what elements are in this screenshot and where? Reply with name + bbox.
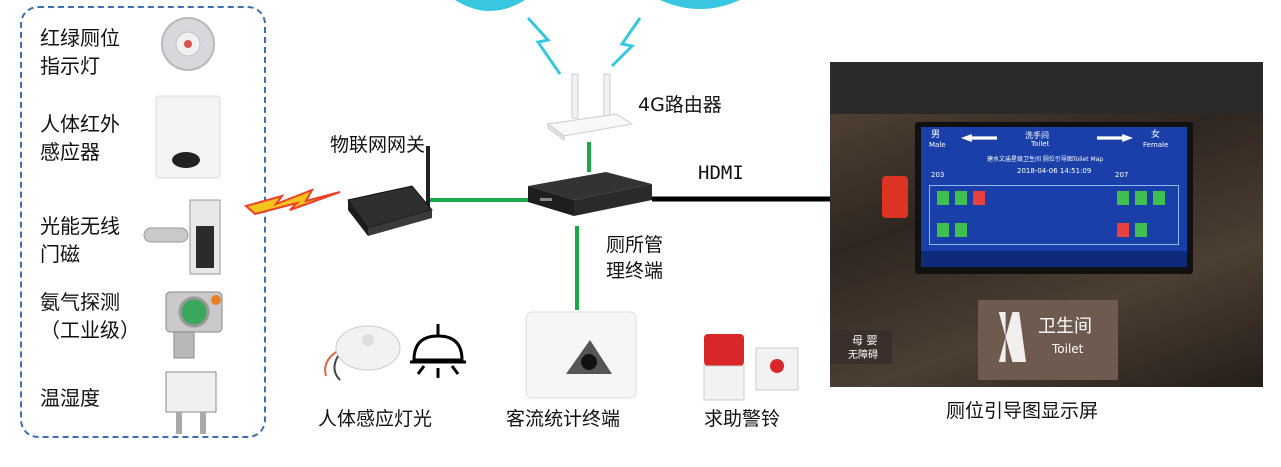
motion-light-icon — [324, 325, 401, 381]
floor-plan — [929, 185, 1179, 245]
screen-datetime: 2018-04-06 14:51:09 — [1017, 167, 1092, 175]
sensor-label-temp: 温湿度 — [40, 386, 100, 410]
stall-icon — [1117, 191, 1129, 205]
router-4g-icon — [546, 73, 634, 141]
stall-icon — [1117, 223, 1129, 237]
stall-icon — [937, 223, 949, 237]
people-counter-label: 客流统计终端 — [506, 408, 621, 430]
hdmi-label: HDMI — [698, 162, 744, 184]
people-counter-icon — [525, 311, 637, 399]
guide-screen-content: 男 Male 洗手间 Toilet 女 Female 建水文庙星级卫生间 厕位引… — [921, 127, 1187, 267]
restroom-people-icon — [998, 312, 1026, 362]
management-terminal-icon — [528, 172, 652, 216]
door-sensor-icon — [143, 199, 221, 275]
stall-icon — [1135, 191, 1147, 205]
sensor-label-ammonia: 氨气探测（工业级） — [40, 290, 140, 342]
arrow-left-icon — [961, 134, 997, 142]
sensor-label-pir: 人体红外感应器 — [40, 112, 120, 164]
screen-male-en: Male — [929, 141, 946, 149]
sensor-label-indicator: 红绿厕位指示灯 — [40, 26, 120, 78]
screen-male-count: 203 — [931, 171, 945, 179]
alarm-bell-icon — [703, 334, 799, 401]
cloud-left-icon — [455, 0, 525, 11]
cloud-right-icon — [660, 0, 740, 9]
terminal-label: 厕所管理终端 — [606, 234, 664, 282]
screen-wash: 洗手间 — [1025, 131, 1049, 140]
display-photo: 男 Male 洗手间 Toilet 女 Female 建水文庙星级卫生间 厕位引… — [830, 62, 1263, 387]
wall-alarm-icon — [882, 176, 908, 218]
zigzag-wireless-icon — [243, 188, 341, 216]
stall-icon — [973, 191, 985, 205]
barrier-free-sign: 母 婴 无障碍 — [830, 330, 892, 364]
wireless-bolt-right-icon — [610, 17, 642, 68]
motion-light-label: 人体感应灯光 — [318, 408, 433, 430]
stall-icon — [955, 223, 967, 237]
temp-humidity-sensor-icon — [165, 371, 217, 434]
screen-wash-en: Toilet — [1031, 140, 1050, 148]
pir-sensor-icon — [155, 95, 221, 179]
arrow-right-icon — [1097, 134, 1133, 142]
sensor-panel — [20, 6, 266, 438]
stall-icon — [955, 191, 967, 205]
screen-female: 女 — [1151, 130, 1161, 140]
wc-sign: 卫生间 Toilet — [978, 300, 1118, 380]
screen-female-count: 207 — [1115, 171, 1129, 179]
iot-gateway-icon — [347, 146, 433, 236]
router-label: 4G路由器 — [638, 94, 722, 116]
screen-title: 建水文庙星级卫生间 厕位引导图Toilet Map — [987, 156, 1104, 163]
ammonia-detector-icon — [165, 291, 223, 359]
ceiling-band — [830, 62, 1263, 114]
indicator-light-icon — [161, 17, 215, 71]
alarm-label: 求助警铃 — [704, 408, 781, 430]
gateway-label: 物联网网关 — [330, 134, 426, 156]
screen-female-en: Female — [1143, 141, 1169, 149]
stall-icon — [1153, 191, 1165, 205]
ceiling-lamp-icon — [410, 324, 466, 378]
sensor-label-door: 光能无线门磁 — [40, 214, 120, 266]
screen-male: 男 — [931, 130, 941, 140]
guide-screen: 男 Male 洗手间 Toilet 女 Female 建水文庙星级卫生间 厕位引… — [915, 122, 1193, 274]
wireless-bolt-left-icon — [526, 16, 562, 75]
status-bar — [921, 251, 1187, 267]
stall-icon — [1135, 223, 1147, 237]
stall-icon — [937, 191, 949, 205]
display-label: 厕位引导图显示屏 — [946, 400, 1099, 422]
